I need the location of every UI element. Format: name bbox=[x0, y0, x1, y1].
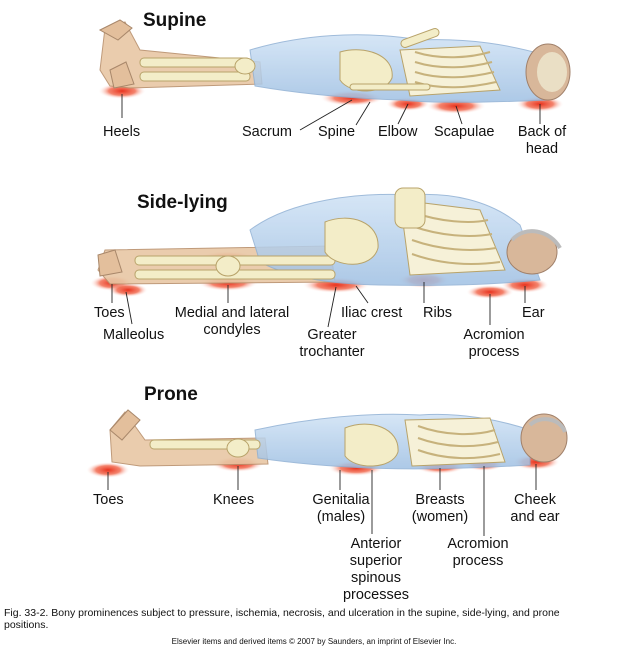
label-anterior-superior-spinous: Anterior superior spinous processes bbox=[342, 536, 410, 603]
label-elbow: Elbow bbox=[378, 124, 418, 140]
label-toes-side: Toes bbox=[94, 305, 125, 321]
label-malleolus: Malleolus bbox=[103, 327, 165, 343]
label-ribs: Ribs bbox=[423, 305, 453, 321]
label-condyles: Medial and lateral condyles bbox=[174, 305, 290, 338]
supine-title: Supine bbox=[143, 10, 207, 31]
label-acromion-side: Acromion process bbox=[463, 327, 525, 360]
label-spine: Spine bbox=[318, 124, 356, 140]
label-iliac-crest: Iliac crest bbox=[341, 305, 403, 321]
label-acromion-prone: Acromion process bbox=[447, 536, 509, 569]
figure-caption: Fig. 33-2. Bony prominences subject to p… bbox=[4, 607, 560, 631]
label-heels: Heels bbox=[103, 124, 141, 140]
label-breasts: Breasts (women) bbox=[411, 492, 469, 525]
side-lying-figure bbox=[90, 187, 562, 328]
label-ear: Ear bbox=[522, 305, 545, 321]
label-knees: Knees bbox=[213, 492, 255, 508]
label-back-of-head: Back of head bbox=[517, 124, 567, 157]
supine-figure bbox=[98, 19, 571, 131]
label-scapulae: Scapulae bbox=[434, 124, 495, 140]
prone-title: Prone bbox=[144, 384, 198, 405]
label-genitalia: Genitalia (males) bbox=[312, 492, 370, 525]
pressure-spot-malleolus bbox=[108, 283, 148, 297]
side-lying-title: Side-lying bbox=[137, 192, 228, 213]
label-toes-prone: Toes bbox=[93, 492, 124, 508]
pressure-spot-acromion-side bbox=[466, 285, 514, 299]
label-cheek-and-ear: Cheek and ear bbox=[510, 492, 560, 525]
pressure-spot-toes-prone bbox=[86, 462, 130, 478]
label-sacrum: Sacrum bbox=[242, 124, 292, 140]
prone-figure bbox=[86, 409, 568, 536]
label-greater-trochanter: Greater trochanter bbox=[299, 327, 365, 360]
copyright-notice: Elsevier items and derived items © 2007 … bbox=[171, 637, 457, 646]
